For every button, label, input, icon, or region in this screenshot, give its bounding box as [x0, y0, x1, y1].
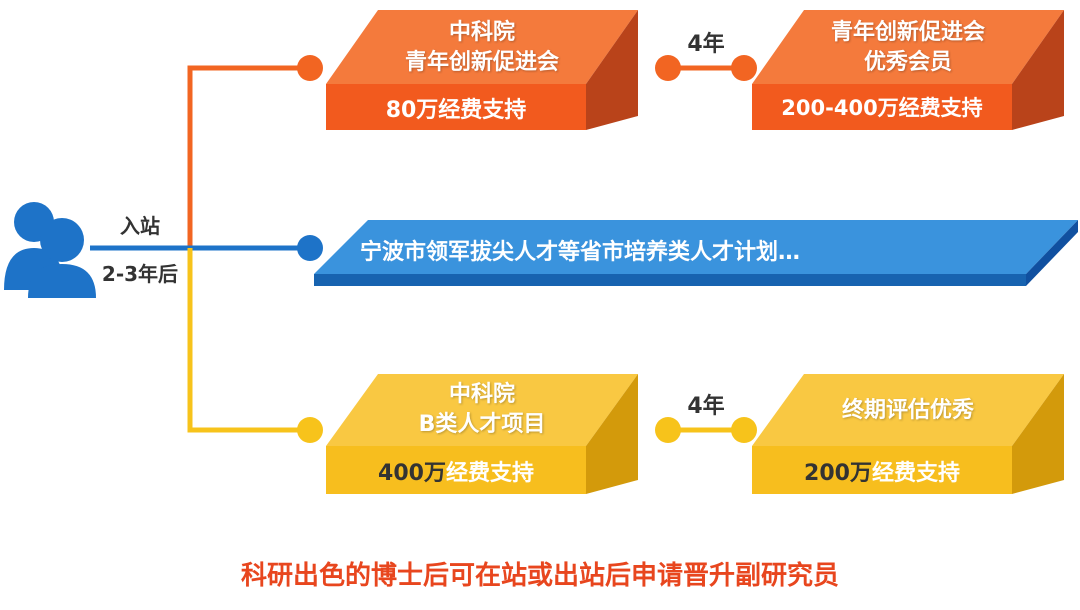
footer-note: 科研出色的博士后可在站或出站后申请晋升副研究员	[240, 561, 839, 591]
bottom-box-2-funding-amount: 200万	[804, 461, 872, 486]
time-label: 2-3年后	[101, 262, 179, 286]
people-group-icon	[4, 202, 96, 298]
bottom-box-2-funding-text: 经费支持	[871, 461, 960, 486]
top-box-2-funding: 200-400万经费支持	[781, 96, 983, 120]
top-box-1-line1: 中科院	[448, 20, 515, 45]
bottom-box-1-funding-amount: 400万	[378, 461, 446, 486]
top-box-1-funding: 80万经费支持	[385, 98, 527, 123]
bottom-box-1-line2: B类人才项目	[418, 412, 546, 437]
connector-dots	[297, 55, 757, 443]
bottom-box-1-funding-text: 经费支持	[445, 461, 534, 486]
top-interval-label: 4年	[687, 32, 725, 57]
bottom-box-2-funding: 200万经费支持	[752, 455, 1012, 487]
top-box-1-line2: 青年创新促进会	[404, 50, 559, 75]
bottom-box-2-line1: 终期评估优秀	[841, 398, 974, 423]
top-box-1	[326, 10, 638, 130]
entry-label: 入站	[120, 214, 160, 238]
middle-banner	[314, 220, 1078, 286]
bottom-box-1-funding: 400万经费支持	[326, 455, 586, 487]
bottom-interval-label: 4年	[687, 394, 725, 419]
bottom-box-1	[326, 374, 638, 494]
top-box-2-line2: 优秀会员	[863, 50, 952, 75]
bottom-box-2	[752, 374, 1064, 494]
top-box-2-line1: 青年创新促进会	[830, 20, 985, 45]
middle-banner-text: 宁波市领军拔尖人才等省市培养类人才计划…	[360, 240, 801, 265]
top-box-2	[752, 10, 1064, 130]
bottom-box-1-line1: 中科院	[448, 382, 515, 407]
